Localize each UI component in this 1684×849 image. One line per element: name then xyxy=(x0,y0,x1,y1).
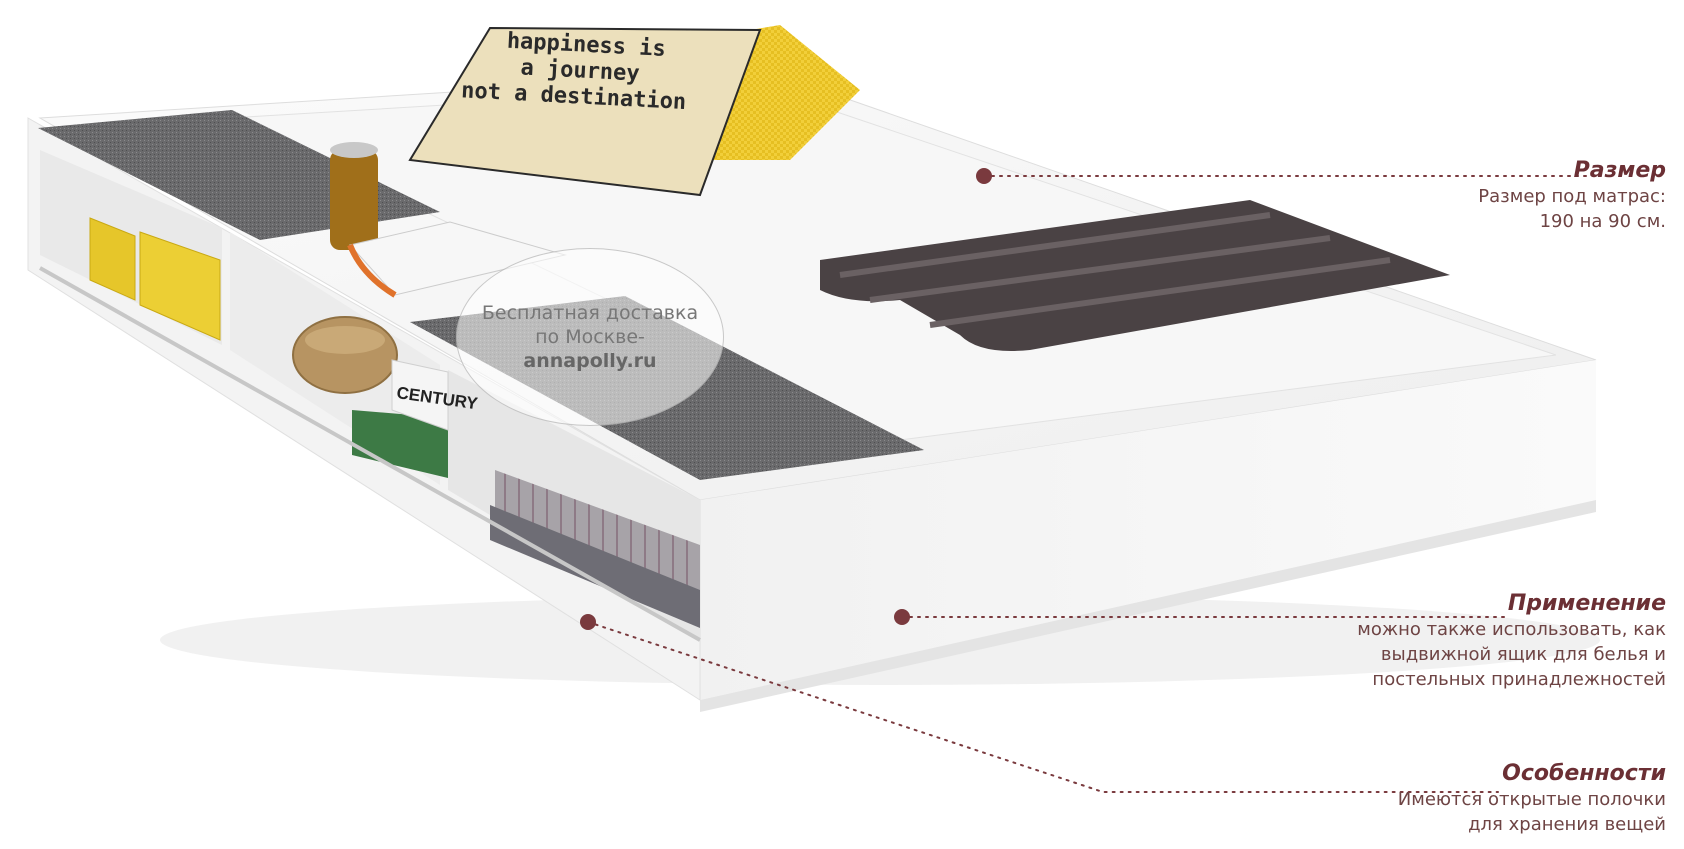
book-white xyxy=(391,359,449,431)
yellow-box-right xyxy=(139,231,221,341)
watermark-line-2: по Москве- xyxy=(535,326,645,348)
size-callout-title: Размер xyxy=(1573,158,1666,183)
dark-throw-blanket xyxy=(820,200,1450,351)
watermark-line-1: Бесплатная доставка xyxy=(481,302,699,324)
features-callout-desc: Имеются открытые полочки для хранения ве… xyxy=(1397,789,1666,835)
features-callout: Особенности Имеются открытые полочки для… xyxy=(1306,761,1666,837)
delivery-watermark: Бесплатная доставка по Москве- annapolly… xyxy=(456,248,724,426)
book-green xyxy=(352,410,448,478)
size-callout: Размер Размер под матрас: 190 на 90 см. xyxy=(1366,158,1666,234)
side-rail xyxy=(39,266,701,642)
usage-callout: Применение можно также использовать, как… xyxy=(1246,591,1666,692)
features-marker-dot xyxy=(580,614,596,630)
size-marker-dot xyxy=(976,168,992,184)
usage-callout-title: Применение xyxy=(1507,591,1666,616)
usage-callout-desc: можно также использовать, как выдвижной … xyxy=(1357,619,1666,690)
features-callout-title: Особенности xyxy=(1502,761,1666,786)
yellow-box-left xyxy=(89,217,136,301)
canvas-pillow xyxy=(408,26,762,197)
usage-marker-dot xyxy=(894,609,910,625)
pillow-text-line-2: a journey xyxy=(520,55,640,86)
size-callout-desc: Размер под матрас: 190 на 90 см. xyxy=(1478,186,1666,232)
thermos xyxy=(330,150,378,250)
bed-end-panel xyxy=(700,360,1596,700)
bed-end-bottom xyxy=(700,500,1596,712)
watermark-site: annapolly.ru xyxy=(523,350,657,372)
